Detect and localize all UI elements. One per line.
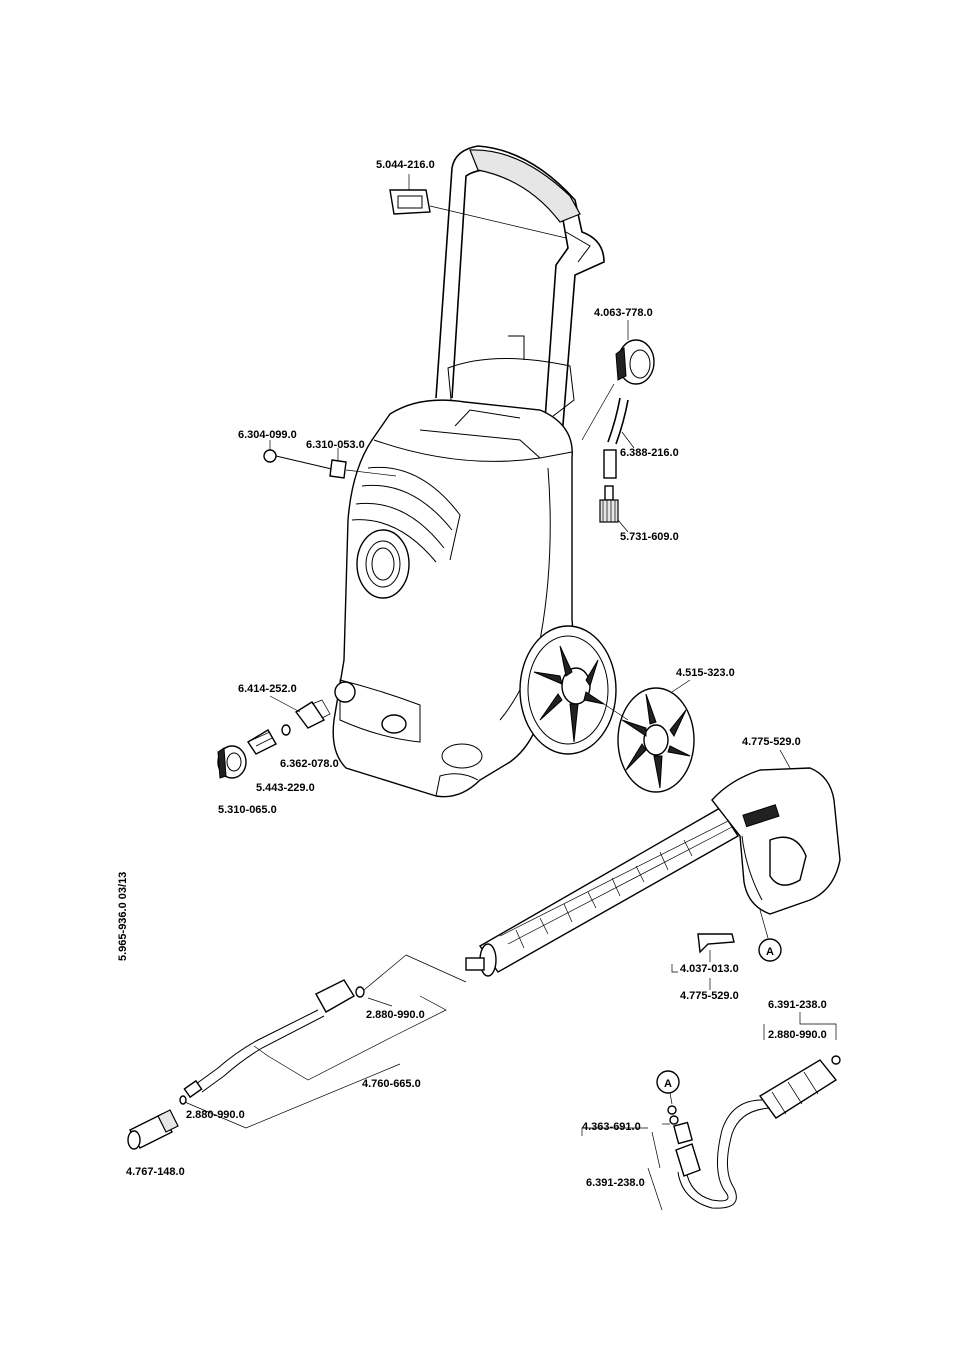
label-6-362-078: 6.362-078.0	[280, 758, 339, 770]
part-5-044-216	[389, 174, 567, 239]
part-6-304-099	[263, 440, 337, 471]
label-4-363-691: 4.363-691.0	[582, 1121, 641, 1133]
label-4-767-148: 4.767-148.0	[126, 1166, 185, 1178]
pressure-washer-body	[332, 145, 617, 798]
label-4-515-323: 4.515-323.0	[676, 667, 735, 679]
label-4-063-778: 4.063-778.0	[594, 307, 653, 319]
part-6-362-078	[281, 724, 291, 736]
label-2-880-990-nozzle: 2.880-990.0	[186, 1109, 245, 1121]
part-labels: 5.044-216.0 4.063-778.0 6.388-216.0 5.73…	[117, 159, 827, 1189]
part-4-063-778	[581, 320, 655, 441]
label-2-880-990-lance: 2.880-990.0	[366, 1009, 425, 1021]
part-4-515-323	[597, 679, 695, 793]
high-pressure-hose	[647, 1012, 841, 1211]
label-5-443-229: 5.443-229.0	[256, 782, 315, 794]
callout-a-label: A	[766, 946, 774, 958]
label-6-388-216: 6.388-216.0	[620, 447, 679, 459]
label-4-037-013: 4.037-013.0	[680, 963, 739, 975]
label-4-775-529-lance: 4.775-529.0	[680, 990, 739, 1002]
callout-a-hose: A	[656, 1070, 680, 1105]
label-5-310-065: 5.310-065.0	[218, 804, 277, 816]
part-6-414-252	[269, 695, 331, 729]
label-6-310-053: 6.310-053.0	[306, 439, 365, 451]
part-4-037-013	[671, 933, 735, 990]
part-5-731-609	[599, 485, 629, 533]
document-code: 5.965-936.0 03/13	[117, 872, 129, 961]
spray-gun	[465, 749, 841, 977]
label-5-044-216: 5.044-216.0	[376, 159, 435, 171]
callout-a-label: A	[664, 1078, 672, 1090]
label-4-760-665: 4.760-665.0	[362, 1078, 421, 1090]
part-6-310-053	[329, 448, 397, 479]
part-4-363-691	[581, 1105, 679, 1136]
callout-a-gun: A	[758, 909, 782, 962]
label-6-304-099: 6.304-099.0	[238, 429, 297, 441]
label-2-880-990-hose: 2.880-990.0	[768, 1029, 827, 1041]
part-2-880-990-lance	[355, 954, 467, 1007]
label-6-391-238-bottom: 6.391-238.0	[586, 1177, 645, 1189]
part-5-310-065	[217, 745, 247, 779]
label-6-414-252: 6.414-252.0	[238, 683, 297, 695]
label-4-775-529-gun: 4.775-529.0	[742, 736, 801, 748]
part-5-443-229	[247, 729, 277, 755]
part-2-880-990-nozzle	[179, 1095, 187, 1105]
label-5-731-609: 5.731-609.0	[620, 531, 679, 543]
part-4-767-148	[127, 1109, 179, 1150]
label-6-391-238-top: 6.391-238.0	[768, 999, 827, 1011]
part-6-388-216	[603, 397, 635, 479]
part-4-760-665	[179, 979, 447, 1129]
